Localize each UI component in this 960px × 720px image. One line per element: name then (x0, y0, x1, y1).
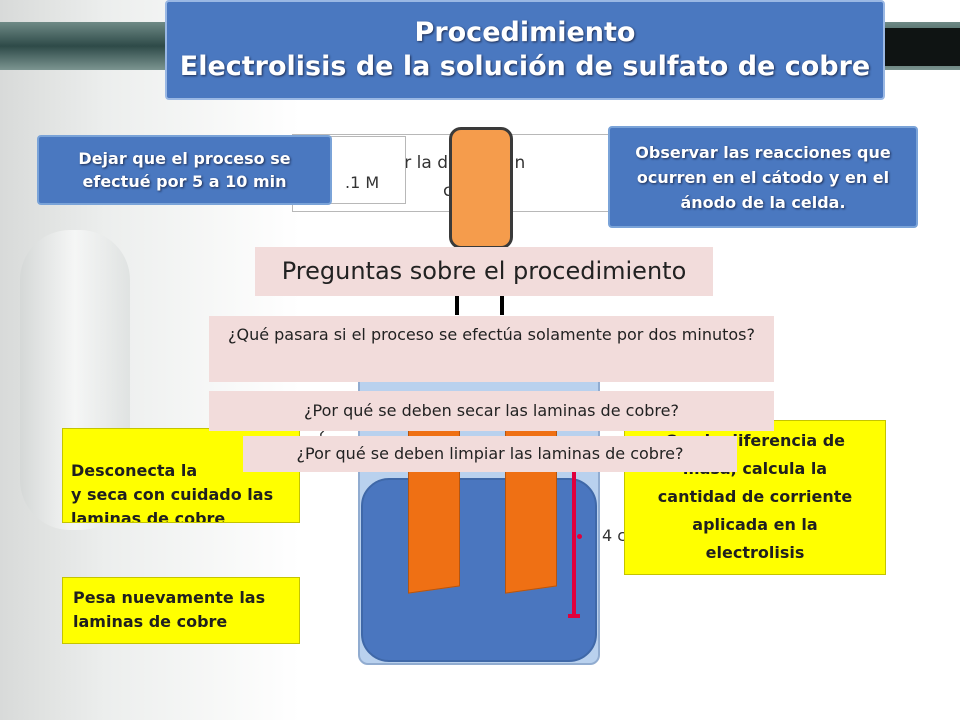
battery (449, 127, 513, 249)
question-1-text: ¿Qué pasara si el proceso se efectúa sol… (227, 325, 755, 344)
question-1-box: ¿Qué pasara si el proceso se efectúa sol… (209, 316, 774, 382)
title-banner: Procedimiento Electrolisis de la solució… (165, 0, 885, 100)
question-2-box: ¿Por qué se deben secar las laminas de c… (209, 391, 774, 431)
step-weigh-box: Pesa nuevamente las laminas de cobre (62, 577, 300, 644)
step-wait-text: Dejar que el proceso se efectué por 5 a … (78, 149, 291, 191)
depth-measure-line (572, 470, 576, 618)
question-3-box: ¿Por qué se deben limpiar las laminas de… (243, 436, 737, 472)
step-observe-text: Observar las reacciones que ocurren en e… (635, 142, 891, 212)
question-3-text: ¿Por qué se deben limpiar las laminas de… (296, 444, 684, 463)
depth-measure-label: 4 c (602, 526, 627, 545)
step-disconnect-text: Desconecta la y seca con cuidado las lam… (71, 461, 274, 523)
depth-measure-cap (568, 614, 580, 618)
header-strip-dark (870, 28, 960, 66)
step-weigh-text: Pesa nuevamente las laminas de cobre (73, 588, 266, 631)
question-2-text: ¿Por qué se deben secar las laminas de c… (304, 401, 679, 420)
hidden-question-mark: ? (317, 424, 326, 443)
questions-header-text: Preguntas sobre el procedimiento (281, 257, 687, 285)
step-wait-box: Dejar que el proceso se efectué por 5 a … (37, 135, 332, 205)
title-line1: Procedimiento (414, 17, 636, 48)
title-line2: Electrolisis de la solución de sulfato d… (179, 51, 871, 82)
questions-header: Preguntas sobre el procedimiento (255, 247, 713, 296)
copper-sulfate-solution (361, 478, 597, 662)
hidden-concentration: .1 M (345, 173, 380, 192)
depth-measure-dot (577, 534, 582, 539)
step-observe-box: Observar las reacciones que ocurren en e… (608, 126, 918, 228)
